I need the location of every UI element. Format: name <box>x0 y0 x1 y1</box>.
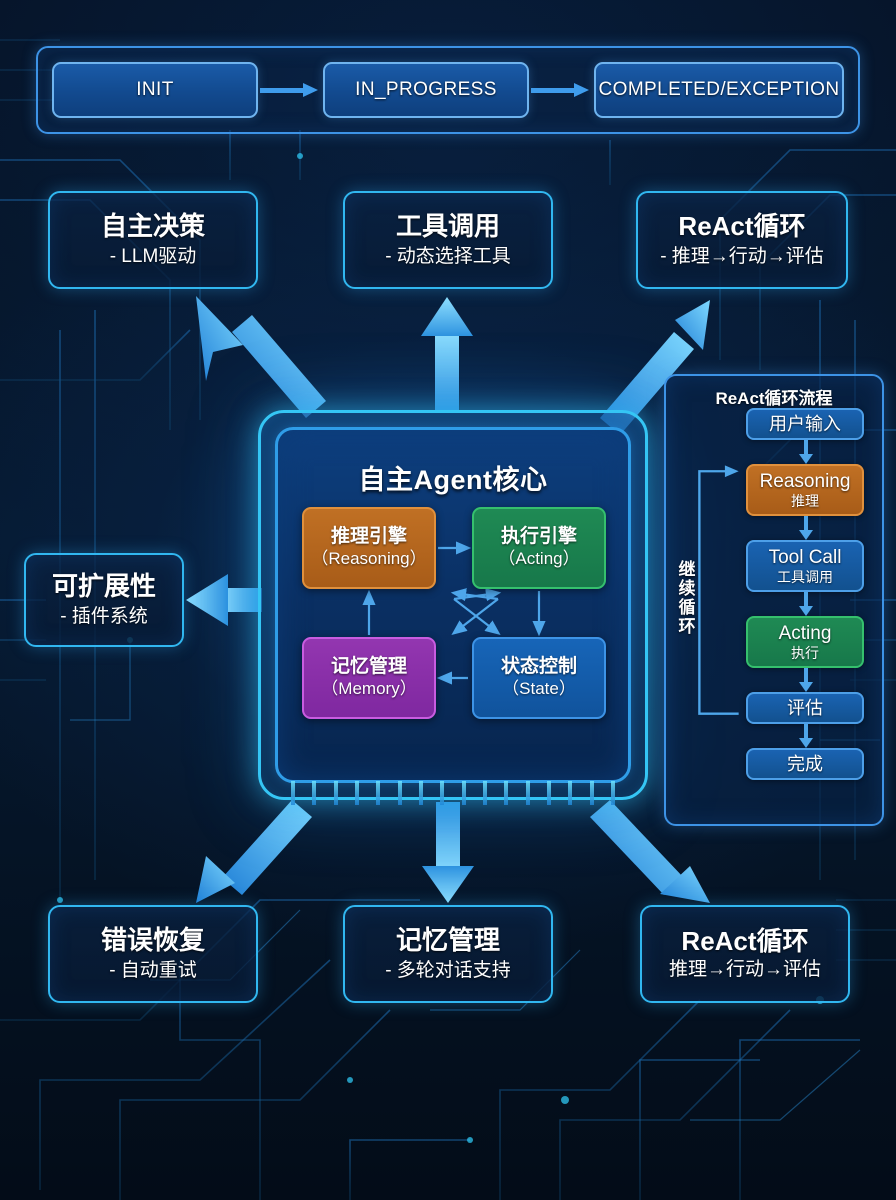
feature-box-extensibility[interactable]: 可扩展性 - 插件系统 <box>24 553 184 647</box>
core-title: 自主Agent核心 <box>358 465 548 495</box>
feature-subtitle: - 动态选择工具 <box>385 245 511 267</box>
feature-subtitle: - 多轮对话支持 <box>385 959 511 981</box>
react-panel-title: ReAct循环流程 <box>715 389 833 408</box>
node-label: Acting <box>778 623 832 645</box>
feature-subtitle: - 自动重试 <box>109 959 197 981</box>
arrow-down-icon <box>740 440 870 464</box>
feature-box-autonomous-decision[interactable]: 自主决策 - LLM驱动 <box>48 191 258 289</box>
node-sublabel: 推理 <box>791 492 819 509</box>
feature-title: 自主决策 <box>100 211 205 242</box>
feature-box-react-loop-bottom[interactable]: ReAct循环 推理→行动→评估 <box>640 905 850 1003</box>
core-block-state[interactable]: 状态控制 （State） <box>472 637 606 719</box>
state-box-in-progress[interactable]: IN_PROGRESS <box>323 62 529 118</box>
arrow-core-to-memory <box>422 802 474 903</box>
core-block-reasoning[interactable]: 推理引擎 （Reasoning） <box>302 507 436 589</box>
core-block-en-label: （State） <box>502 679 576 699</box>
react-node-complete[interactable]: 完成 <box>746 748 864 780</box>
state-box-completed[interactable]: COMPLETED/EXCEPTION <box>594 62 844 118</box>
core-block-cn-label: 记忆管理 <box>330 656 407 678</box>
node-sublabel: 工具调用 <box>777 568 833 585</box>
arrow-core-to-extensibility <box>186 574 262 626</box>
arrow-core-to-error-recovery <box>196 800 312 903</box>
feature-box-tool-invocation[interactable]: 工具调用 - 动态选择工具 <box>343 191 553 289</box>
arrow-core-to-tool <box>421 297 473 412</box>
core-block-cn-label: 推理引擎 <box>330 526 407 548</box>
agent-core-inner-frame: 自主Agent核心 <box>275 427 631 783</box>
node-label: 用户输入 <box>769 413 841 434</box>
arrow-down-icon <box>740 592 870 616</box>
core-block-acting[interactable]: 执行引擎 （Acting） <box>472 507 606 589</box>
node-label: Reasoning <box>759 471 851 493</box>
state-box-init[interactable]: INIT <box>52 62 258 118</box>
react-node-user-input[interactable]: 用户输入 <box>746 408 864 440</box>
node-label: 完成 <box>787 753 823 774</box>
feature-box-error-recovery[interactable]: 错误恢复 - 自动重试 <box>48 905 258 1003</box>
arrow-down-icon <box>740 668 870 692</box>
core-block-grid: 推理引擎 （Reasoning） 执行引擎 （Acting） 记忆管理 （Mem… <box>302 507 606 719</box>
node-label: Tool Call <box>768 547 842 569</box>
react-flow-nodes: 用户输入 Reasoning 推理 Tool Call 工具调用 Acting … <box>740 408 870 780</box>
feature-subtitle: - 推理→行动→评估 <box>660 245 824 267</box>
feature-subtitle: - LLM驱动 <box>109 245 197 267</box>
react-loop-panel: ReAct循环流程 用户输入 Reasoning 推理 Tool Call 工具… <box>664 374 884 826</box>
feature-box-react-loop-top[interactable]: ReAct循环 - 推理→行动→评估 <box>636 191 848 289</box>
feature-box-memory-management[interactable]: 记忆管理 - 多轮对话支持 <box>343 905 553 1003</box>
react-node-reasoning[interactable]: Reasoning 推理 <box>746 464 864 516</box>
core-block-cn-label: 状态控制 <box>500 656 577 678</box>
react-node-acting[interactable]: Acting 执行 <box>746 616 864 668</box>
arrow-right-icon <box>530 83 593 97</box>
feature-title: ReAct循环 <box>678 211 806 242</box>
core-block-cn-label: 执行引擎 <box>500 526 577 548</box>
core-block-en-label: （Memory） <box>321 679 417 699</box>
arrow-core-to-autonomy <box>196 296 326 418</box>
feature-subtitle: 推理→行动→评估 <box>668 958 821 980</box>
feature-title: ReAct循环 <box>681 926 809 957</box>
feature-title: 可扩展性 <box>51 571 156 602</box>
core-internal-arrows <box>362 541 546 685</box>
chip-pins <box>291 781 615 807</box>
feature-title: 记忆管理 <box>395 925 500 956</box>
feature-subtitle: - 插件系统 <box>60 605 148 627</box>
node-label: 评估 <box>787 697 823 718</box>
core-block-en-label: （Reasoning） <box>311 549 427 569</box>
core-block-memory[interactable]: 记忆管理 （Memory） <box>302 637 436 719</box>
react-feedback-loop-arrow <box>698 465 739 715</box>
react-loop-label: 继续循环 <box>678 560 696 637</box>
feature-title: 工具调用 <box>395 211 500 242</box>
node-sublabel: 执行 <box>791 644 819 661</box>
core-block-en-label: （Acting） <box>498 549 580 569</box>
agent-core-chip: 自主Agent核心 <box>258 410 648 805</box>
react-node-tool-call[interactable]: Tool Call 工具调用 <box>746 540 864 592</box>
arrow-down-icon <box>740 516 870 540</box>
feature-title: 错误恢复 <box>100 925 205 956</box>
state-machine-panel: INIT IN_PROGRESS COMPLETED/EXCEPTION <box>36 46 860 134</box>
arrow-right-icon <box>259 83 322 97</box>
react-node-evaluate[interactable]: 评估 <box>746 692 864 724</box>
arrow-down-icon <box>740 724 870 748</box>
